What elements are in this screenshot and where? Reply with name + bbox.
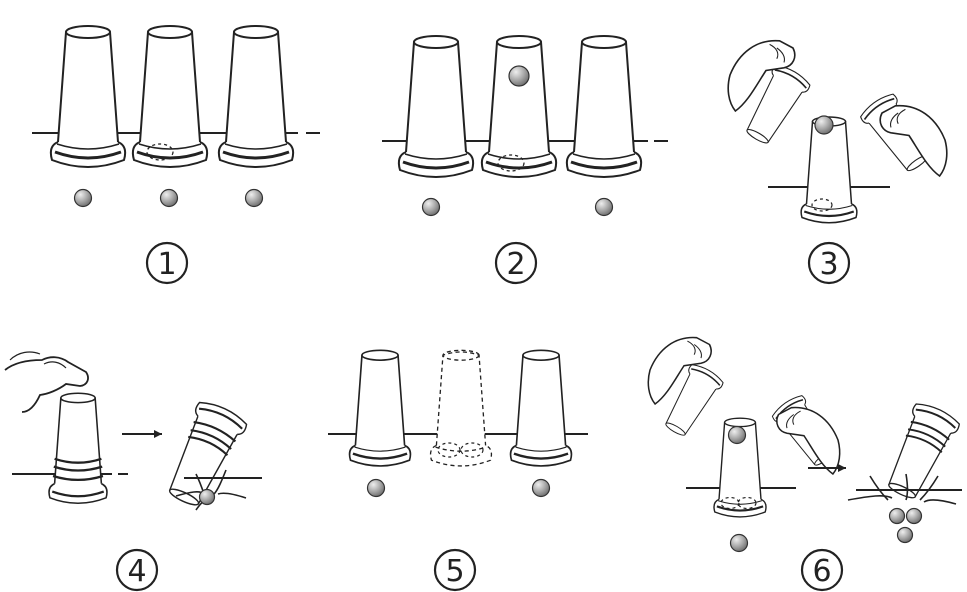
hand-right (776, 406, 841, 475)
step-number-circle (807, 241, 851, 285)
step-number: 1 (157, 247, 176, 282)
ball (244, 188, 264, 208)
step-number-circle (800, 548, 844, 592)
step-1-panel: 1 (32, 24, 320, 285)
ball (905, 507, 923, 525)
ball (159, 188, 179, 208)
ball-on-cup (814, 115, 834, 135)
cup-right (217, 24, 295, 169)
hidden-ball-outline (146, 143, 174, 161)
step-2-panel: 2 (382, 34, 668, 285)
ball (729, 533, 749, 553)
ball (73, 188, 93, 208)
ball (531, 478, 551, 498)
cup-right (509, 349, 573, 468)
step-number-circle (145, 241, 189, 285)
cup-middle (480, 34, 558, 179)
lifted-stack (877, 398, 963, 506)
hand-pressing (4, 356, 89, 413)
step-5-panel: 5 (328, 349, 588, 592)
step-3-panel: 3 (727, 39, 948, 285)
step-number: 5 (445, 554, 464, 589)
step-number: 6 (812, 554, 831, 589)
ball (421, 197, 441, 217)
ball (366, 478, 386, 498)
ball (896, 526, 914, 544)
cup-left (49, 24, 127, 169)
cup-left (397, 34, 475, 179)
step-number-circle (115, 548, 159, 592)
step-number: 4 (127, 554, 146, 589)
step-4-panel: 4 (4, 351, 262, 592)
stacked-cups (47, 392, 109, 505)
cup-left (348, 349, 412, 468)
ball (198, 488, 216, 506)
cup-middle (131, 24, 209, 169)
ball-on-cup (727, 425, 747, 445)
ball-on-cup (508, 65, 530, 87)
ball (594, 197, 614, 217)
step-number: 2 (506, 247, 525, 282)
step-number-circle (433, 548, 477, 592)
ball (888, 507, 906, 525)
step-number-circle (494, 241, 538, 285)
step-number: 3 (819, 247, 838, 282)
step-6-panel: 6 (647, 336, 963, 592)
cup-right (565, 34, 643, 179)
hidden-ball-outline (497, 154, 525, 172)
hidden-ball-outline (811, 198, 833, 212)
